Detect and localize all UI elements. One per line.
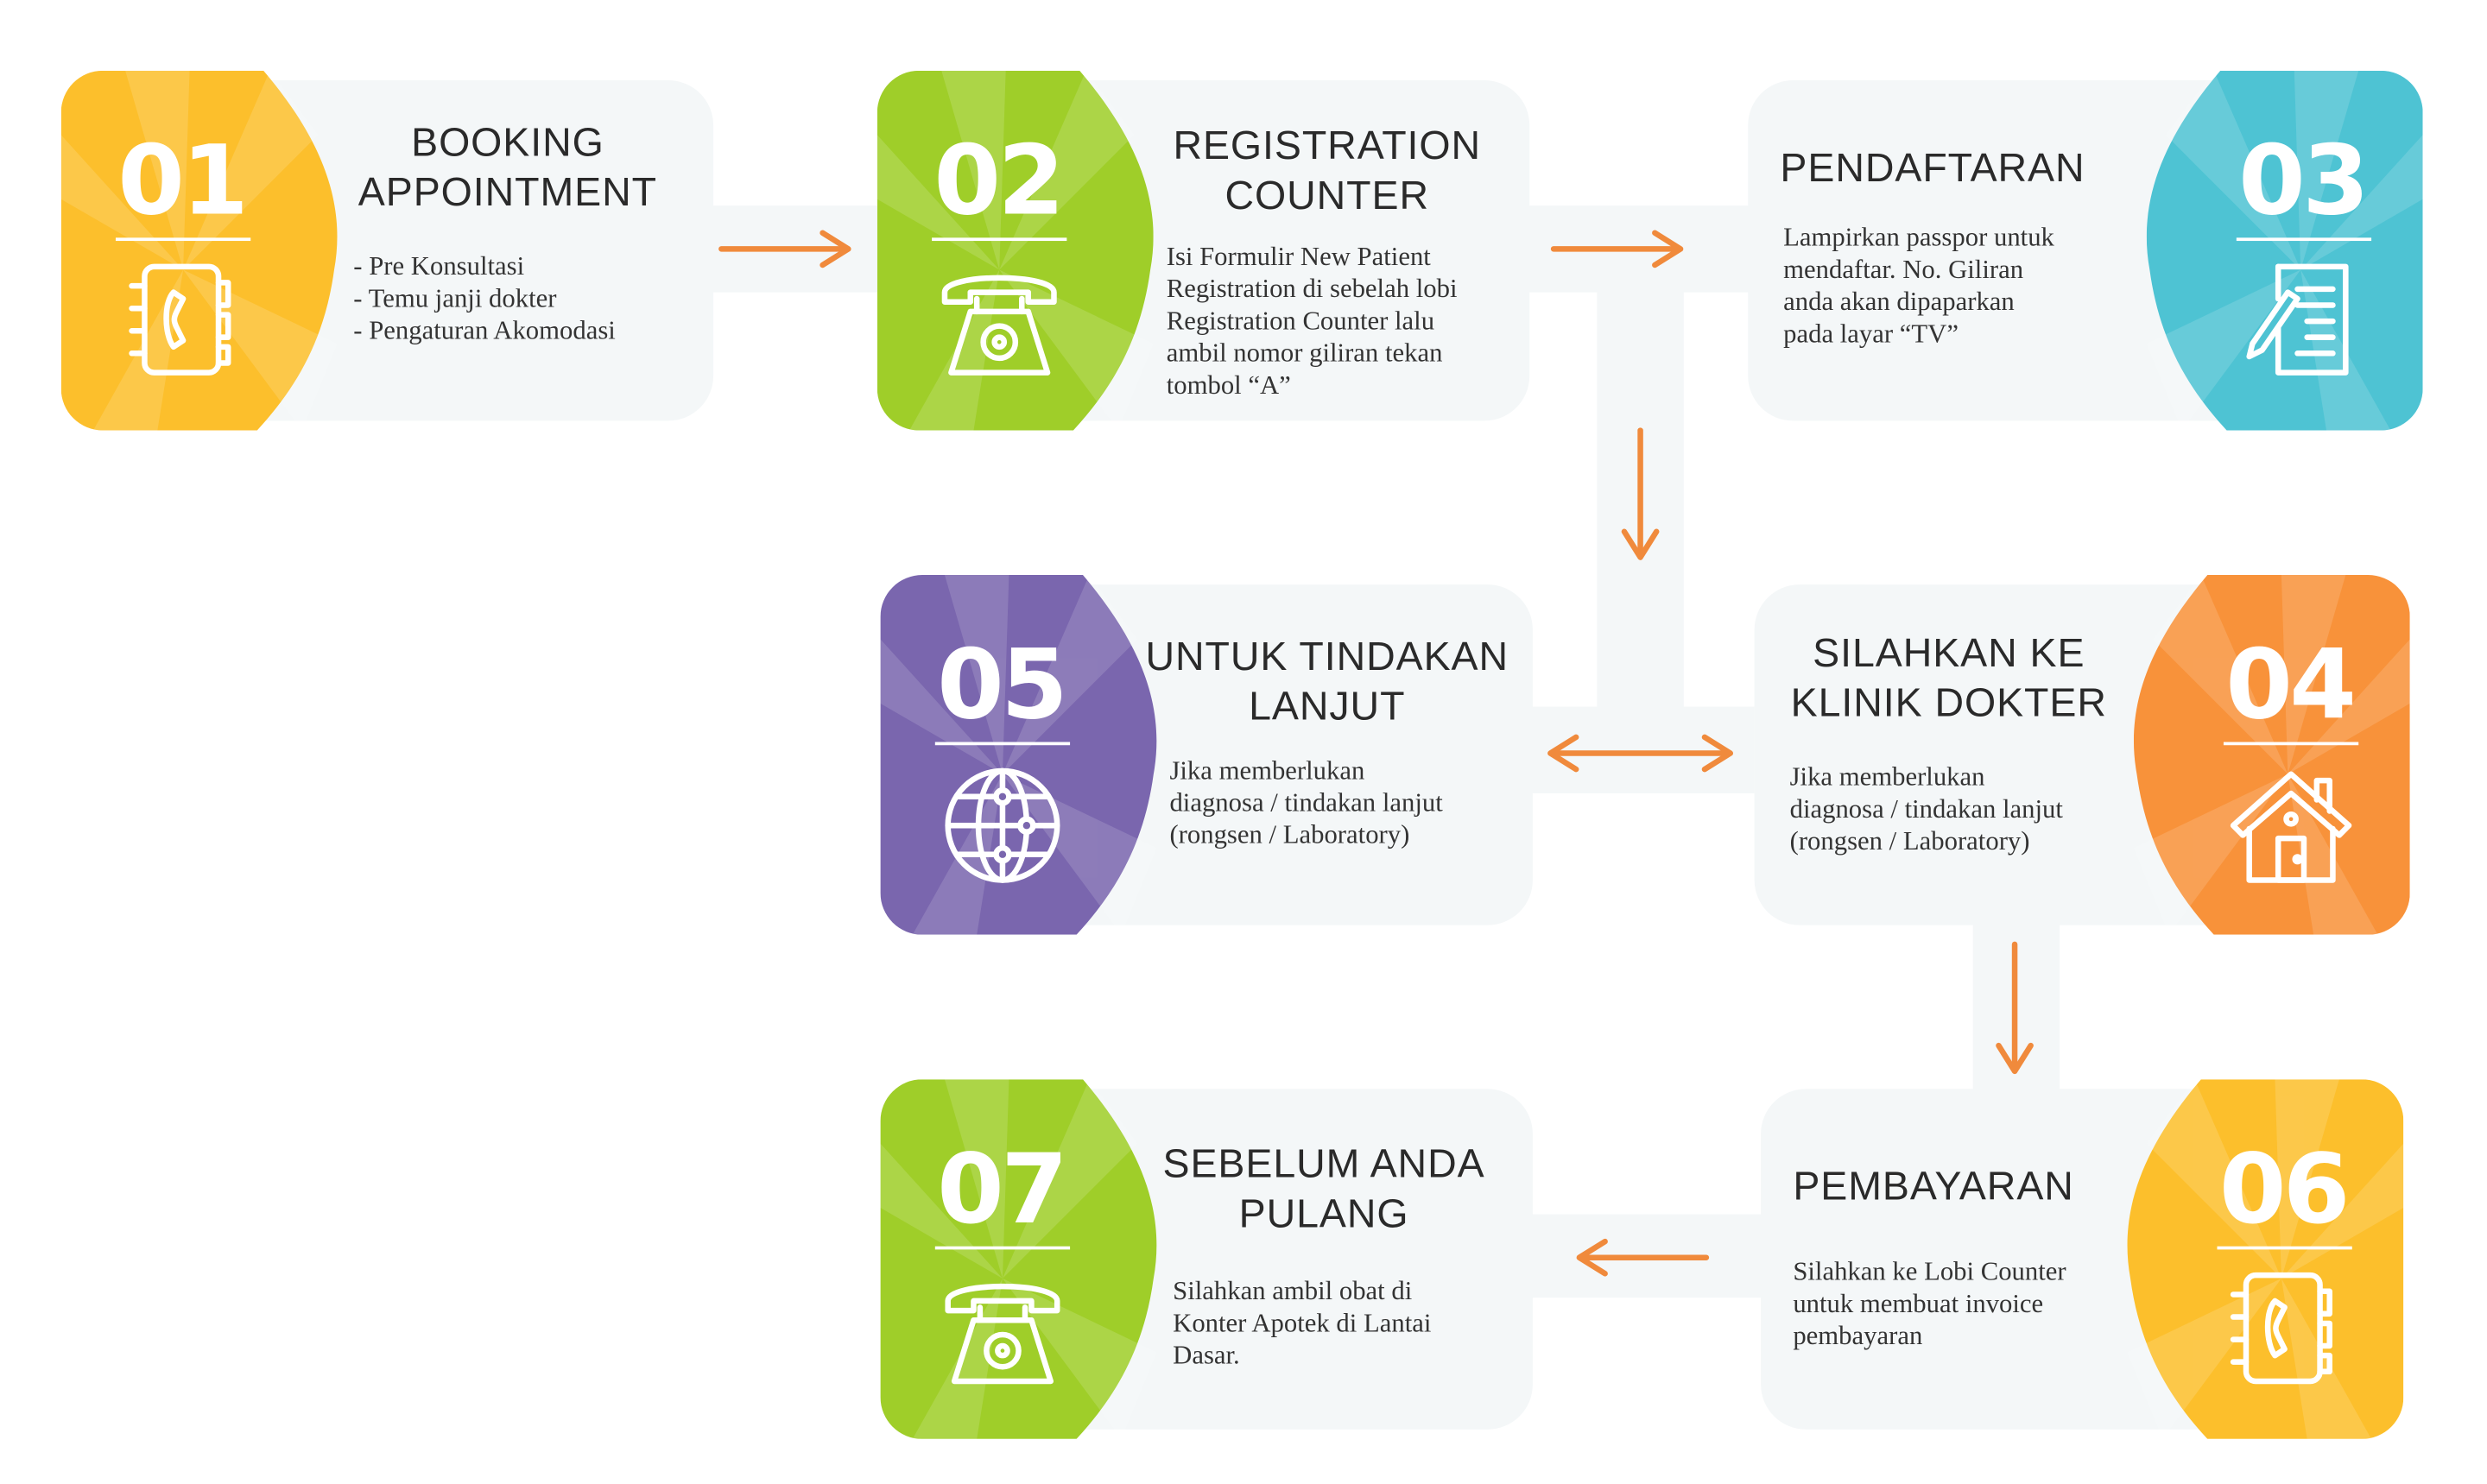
step-number: 01 bbox=[117, 125, 249, 238]
step-06-badge: 06 bbox=[2127, 1079, 2404, 1439]
address-book-phone-icon bbox=[2230, 1272, 2332, 1385]
step-02-badge: 02 bbox=[876, 70, 1154, 431]
step-05-card: 05 UNTUK TINDAKAN LANJUT Jika memberluka… bbox=[880, 575, 1533, 935]
telephone-icon bbox=[941, 275, 1057, 376]
number-underline bbox=[2223, 742, 2359, 746]
step-title: SEBELUM ANDA PULANG bbox=[1162, 1141, 1485, 1237]
step-number: 07 bbox=[937, 1134, 1068, 1247]
number-underline bbox=[934, 1246, 1071, 1250]
step-description: - Pre Konsultasi - Temu janji dokter - P… bbox=[353, 250, 616, 345]
step-number: 03 bbox=[2238, 125, 2370, 238]
step-03-card: 03 PENDAFTARAN Lampirkan passpor untuk m… bbox=[1748, 70, 2423, 431]
step-description: Jika memberlukan diagnosa / tindakan lan… bbox=[1789, 761, 2063, 856]
number-underline bbox=[934, 742, 1071, 746]
step-number: 02 bbox=[933, 125, 1065, 238]
step-02-card: 02 REGISTRATION COUNTER Isi Formulir New… bbox=[876, 70, 1530, 431]
step-title: PENDAFTARAN bbox=[1780, 146, 2085, 192]
house-icon bbox=[2230, 771, 2352, 883]
step-05-badge: 05 bbox=[880, 575, 1157, 935]
arrow-down-04-06 bbox=[1996, 941, 2034, 1075]
step-01-card: 01 BOOKING APPOINTMENT - Pre Konsultasi … bbox=[60, 70, 714, 431]
step-description: Silahkan ambil obat di Konter Apotek di … bbox=[1173, 1275, 1432, 1370]
step-04-card: 04 SILAHKAN KE KLINIK DOKTER Jika member… bbox=[1754, 575, 2410, 935]
step-title: UNTUK TINDAKAN LANJUT bbox=[1145, 634, 1509, 729]
arrow-down-to-05 bbox=[1621, 427, 1660, 560]
number-underline bbox=[115, 237, 251, 242]
step-title: PEMBAYARAN bbox=[1793, 1164, 2074, 1209]
number-underline bbox=[2236, 237, 2372, 242]
number-underline bbox=[2217, 1246, 2352, 1250]
step-07-card: 07 SEBELUM ANDA PULANG Silahkan ambil ob… bbox=[880, 1079, 1533, 1439]
step-07-badge: 07 bbox=[880, 1079, 1157, 1439]
arrow-left-06-07 bbox=[1576, 1238, 1710, 1277]
step-description: Jika memberlukan diagnosa / tindakan lan… bbox=[1169, 755, 1443, 850]
step-03-badge: 03 bbox=[2146, 70, 2423, 431]
step-title: SILAHKAN KE KLINIK DOKTER bbox=[1790, 631, 2107, 726]
arrow-double-04-05 bbox=[1547, 734, 1734, 773]
step-number: 06 bbox=[2218, 1134, 2351, 1247]
step-number: 05 bbox=[937, 629, 1068, 742]
connector-band-05-04 bbox=[1526, 706, 1755, 794]
document-pen-icon bbox=[2246, 263, 2349, 376]
telephone-icon bbox=[945, 1283, 1060, 1385]
arrow-right-02-03 bbox=[1550, 230, 1684, 268]
step-title: REGISTRATION COUNTER bbox=[1173, 123, 1482, 219]
globe-icon bbox=[945, 767, 1060, 883]
number-underline bbox=[932, 237, 1067, 242]
step-title: BOOKING APPOINTMENT bbox=[358, 120, 658, 216]
step-01-badge: 01 bbox=[60, 70, 338, 431]
step-06-card: 06 PEMBAYARAN Silahkan ke Lobi Counter u… bbox=[1761, 1079, 2404, 1439]
step-04-badge: 04 bbox=[2133, 575, 2410, 935]
step-description: Lampirkan passpor untuk mendaftar. No. G… bbox=[1783, 221, 2054, 349]
step-description: Silahkan ke Lobi Counter untuk membuat i… bbox=[1793, 1255, 2066, 1351]
arrow-right-01-02 bbox=[718, 230, 851, 268]
address-book-phone-icon bbox=[129, 263, 231, 376]
step-number: 04 bbox=[2225, 629, 2357, 742]
step-description: Isi Formulir New Patient Registration di… bbox=[1166, 241, 1458, 401]
